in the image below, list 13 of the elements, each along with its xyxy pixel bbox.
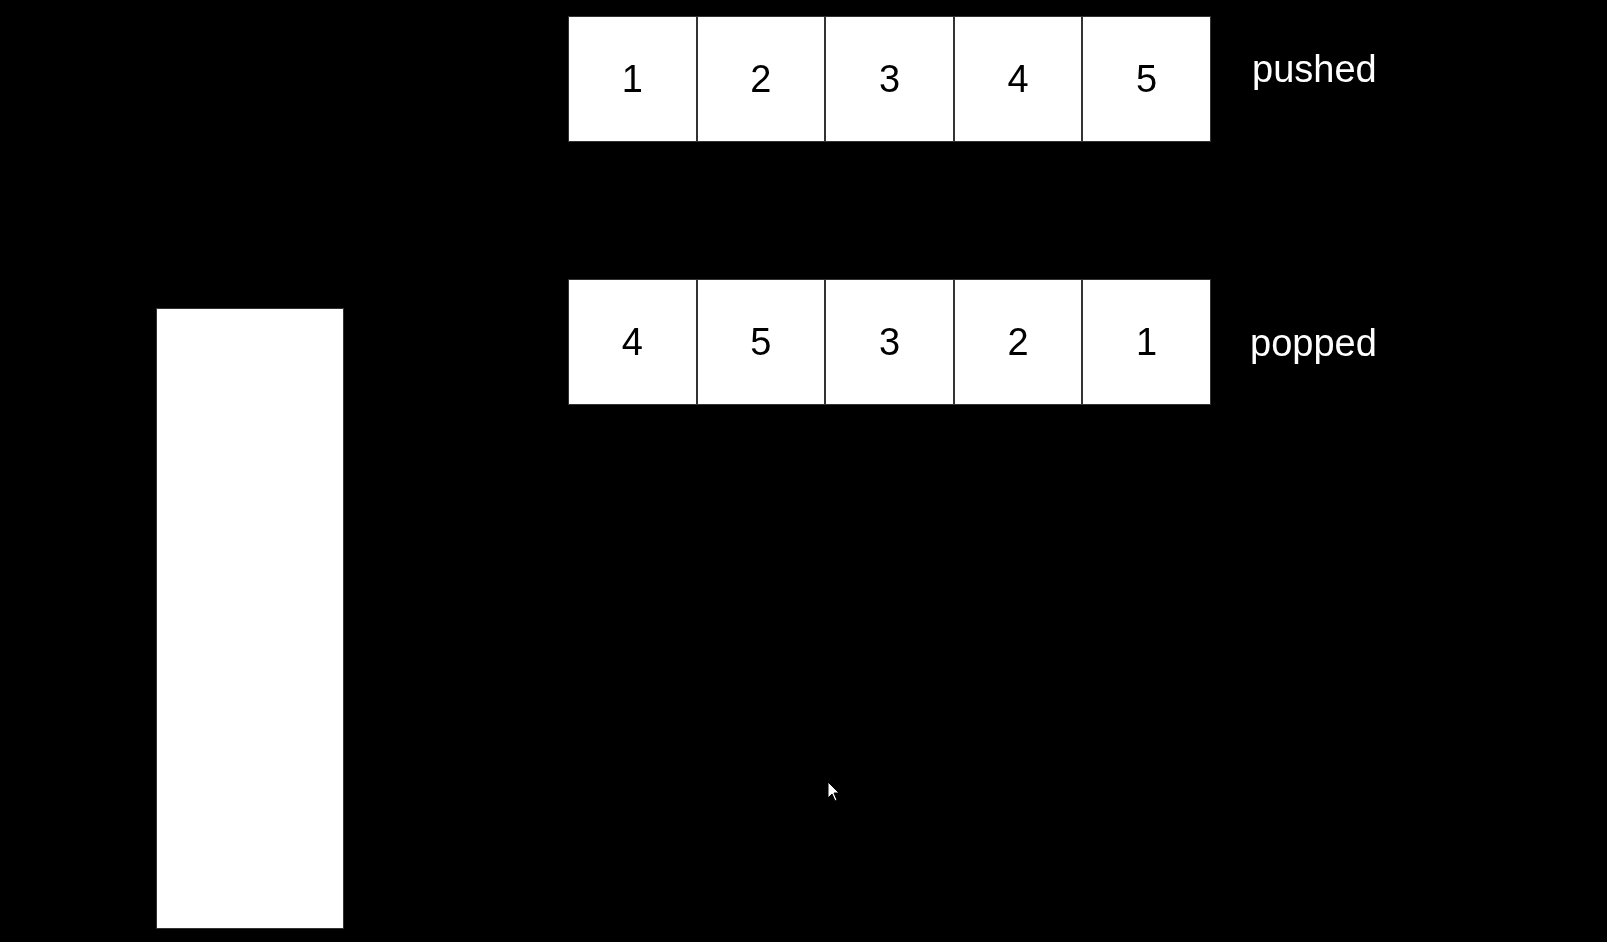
- array-cell: 1: [1082, 279, 1211, 405]
- array-cell: 2: [696, 16, 826, 142]
- array-cell: 5: [1082, 16, 1211, 142]
- row-label: pushed: [1252, 48, 1377, 91]
- array-cell: 4: [953, 16, 1083, 142]
- array-cell: 3: [825, 16, 954, 142]
- array-cell: 3: [825, 279, 954, 405]
- stack-box: [156, 308, 344, 929]
- array-cell: 4: [568, 279, 697, 405]
- row-label: popped: [1250, 322, 1377, 365]
- array-cell: 1: [568, 16, 697, 142]
- array-cell: 2: [953, 279, 1083, 405]
- array-cell: 5: [696, 279, 826, 405]
